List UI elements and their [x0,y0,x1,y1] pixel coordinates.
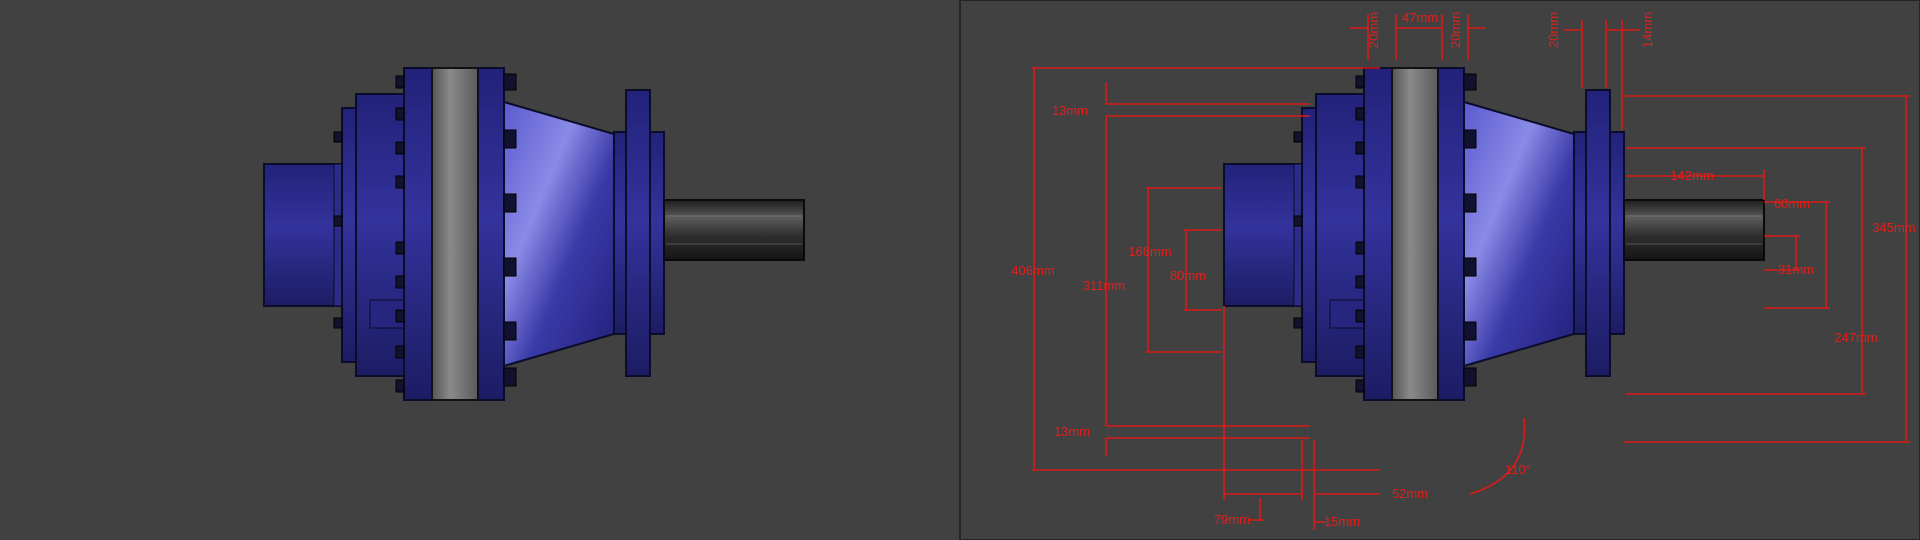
dim-345mm: 345mm [1872,220,1915,235]
dim-13mm-bottom: 13mm [1054,424,1090,439]
dim-47mm: 47mm [1402,10,1438,25]
dim-166mm: 166mm [1128,244,1171,259]
dimension-lines [1032,14,1910,530]
dimension-labels: 20mm 47mm 20mm 20mm 14mm 13mm 406mm 311m… [1011,10,1915,529]
dim-20mm-a: 20mm [1366,12,1381,48]
dim-14mm: 14mm [1640,12,1655,48]
dim-142mm: 142mm [1670,168,1713,183]
dim-311mm: 311mm [1083,278,1125,293]
dim-80mm: 80mm [1170,268,1206,283]
dim-20mm-c: 20mm [1546,12,1561,48]
dim-52mm: 52mm [1392,486,1428,501]
dim-13mm-top: 13mm [1052,103,1088,118]
dim-110-deg: 110° [1505,462,1531,477]
dim-247mm: 247mm [1834,330,1877,345]
gearbox-render-left [263,67,805,401]
dim-31mm: 31mm [1778,262,1814,277]
dim-79mm: 79mm [1214,512,1250,527]
dim-60mm: 60mm [1774,196,1810,211]
dim-406mm: 406mm [1011,263,1054,278]
dim-20mm-b: 20mm [1448,12,1463,48]
dim-15mm: 15mm [1324,514,1360,529]
